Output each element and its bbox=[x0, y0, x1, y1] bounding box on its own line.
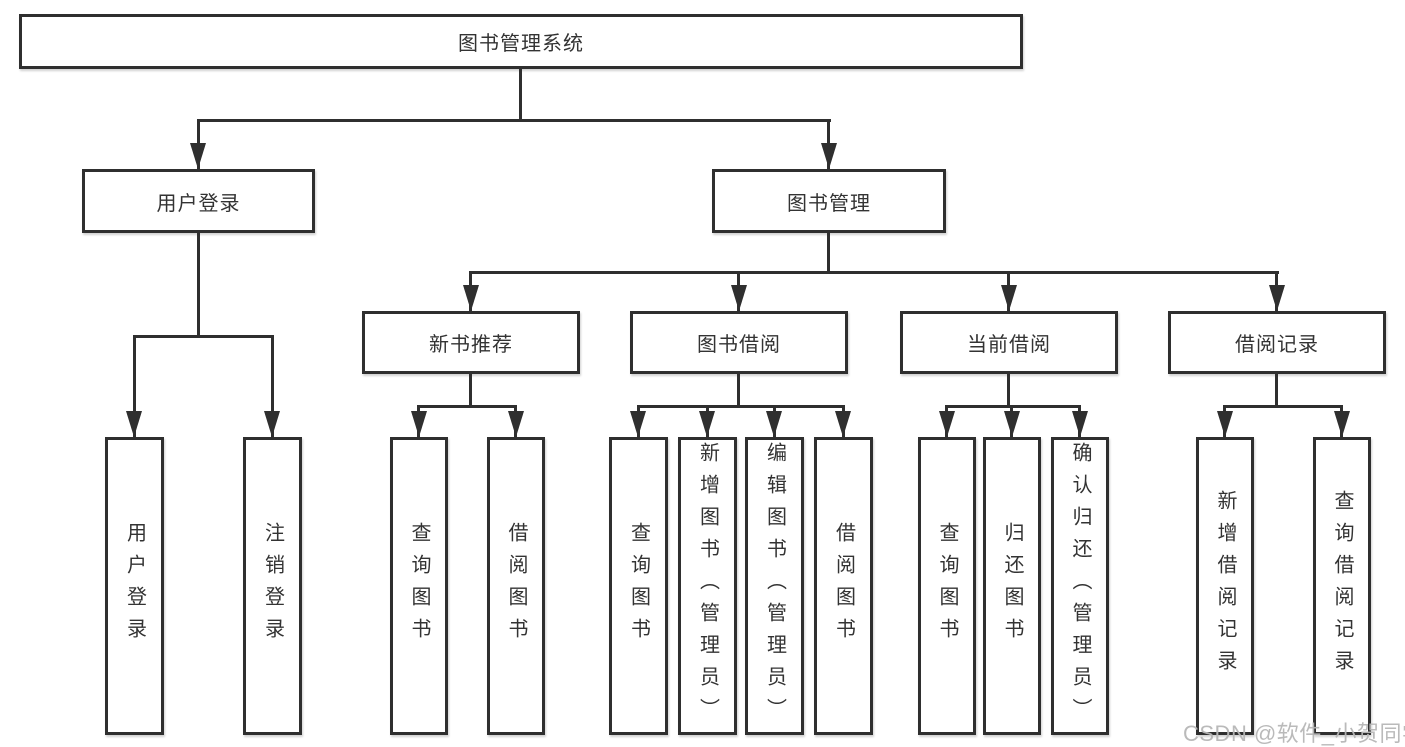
arrow-down-icon bbox=[699, 411, 715, 437]
node-new-book-recommend: 新书推荐 bbox=[362, 311, 580, 374]
arrow-down-icon bbox=[1001, 285, 1017, 311]
connector-line bbox=[469, 374, 472, 405]
leaf-add-books-admin: 新增图书（管理员） bbox=[678, 437, 737, 735]
leaf-borrow-books-label: 借阅图书 bbox=[832, 522, 855, 650]
leaf-return-books-label: 归还图书 bbox=[1001, 522, 1023, 650]
node-book-borrowing: 图书借阅 bbox=[630, 311, 848, 374]
connector-line bbox=[197, 119, 831, 122]
arrow-down-icon bbox=[411, 411, 427, 437]
connector-line bbox=[827, 233, 830, 271]
arrow-down-icon bbox=[1334, 411, 1350, 437]
leaf-query-books-borrowing: 查询图书 bbox=[609, 437, 668, 735]
leaf-query-books-current: 查询图书 bbox=[918, 437, 976, 735]
connector-line bbox=[637, 405, 845, 408]
leaf-add-borrow-record-label: 新增借阅记录 bbox=[1214, 490, 1236, 682]
csdn-watermark: CSDN @软件_小贺同学 bbox=[1183, 721, 1405, 746]
leaf-borrow-books-recommend: 借阅图书 bbox=[487, 437, 545, 735]
node-borrowing-records: 借阅记录 bbox=[1168, 311, 1386, 374]
node-book-management: 图书管理 bbox=[712, 169, 946, 233]
connector-line bbox=[1007, 374, 1010, 405]
arrow-down-icon bbox=[264, 411, 280, 437]
node-book-management-label: 图书管理 bbox=[787, 192, 871, 215]
node-user-login: 用户登录 bbox=[82, 169, 315, 233]
connector-line bbox=[1223, 405, 1343, 408]
node-borrowing-records-label: 借阅记录 bbox=[1235, 334, 1319, 356]
leaf-add-books-admin-label: 新增图书（管理员） bbox=[696, 442, 719, 730]
leaf-edit-books-admin: 编辑图书（管理员） bbox=[745, 437, 804, 735]
leaf-query-borrow-record: 查询借阅记录 bbox=[1313, 437, 1371, 735]
connector-line bbox=[945, 405, 1081, 408]
node-book-borrowing-label: 图书借阅 bbox=[697, 334, 781, 356]
leaf-return-books: 归还图书 bbox=[983, 437, 1041, 735]
connector-line bbox=[197, 233, 200, 335]
arrow-down-icon bbox=[190, 143, 206, 169]
leaf-query-books-borrowing-label: 查询图书 bbox=[627, 522, 650, 650]
leaf-query-books-recommend-label: 查询图书 bbox=[408, 522, 430, 650]
connector-line bbox=[737, 374, 740, 405]
node-current-borrowing-label: 当前借阅 bbox=[967, 334, 1051, 356]
connector-line bbox=[1275, 374, 1278, 405]
leaf-query-books-current-label: 查询图书 bbox=[936, 522, 958, 650]
node-current-borrowing: 当前借阅 bbox=[900, 311, 1118, 374]
arrow-down-icon bbox=[1004, 411, 1020, 437]
arrow-down-icon bbox=[835, 411, 851, 437]
connector-line bbox=[417, 405, 517, 408]
leaf-logout-label: 注销登录 bbox=[261, 522, 284, 650]
arrow-down-icon bbox=[1269, 285, 1285, 311]
leaf-user-login-label: 用户登录 bbox=[123, 522, 146, 650]
connector-line bbox=[133, 335, 136, 437]
leaf-confirm-return-admin: 确认归还（管理员） bbox=[1051, 437, 1109, 735]
arrow-down-icon bbox=[766, 411, 782, 437]
leaf-add-borrow-record: 新增借阅记录 bbox=[1196, 437, 1254, 735]
leaf-edit-books-admin-label: 编辑图书（管理员） bbox=[763, 442, 786, 730]
arrow-down-icon bbox=[126, 411, 142, 437]
leaf-user-login: 用户登录 bbox=[105, 437, 164, 735]
leaf-query-borrow-record-label: 查询借阅记录 bbox=[1331, 490, 1353, 682]
arrow-down-icon bbox=[508, 411, 524, 437]
connector-line bbox=[271, 335, 274, 437]
leaf-borrow-books: 借阅图书 bbox=[814, 437, 873, 735]
node-root-system: 图书管理系统 bbox=[19, 14, 1023, 69]
arrow-down-icon bbox=[731, 285, 747, 311]
leaf-query-books-recommend: 查询图书 bbox=[390, 437, 448, 735]
arrow-down-icon bbox=[939, 411, 955, 437]
leaf-logout: 注销登录 bbox=[243, 437, 302, 735]
connector-line bbox=[519, 69, 522, 119]
leaf-confirm-return-admin-label: 确认归还（管理员） bbox=[1069, 442, 1091, 730]
node-new-book-recommend-label: 新书推荐 bbox=[429, 334, 513, 356]
arrow-down-icon bbox=[1217, 411, 1233, 437]
arrow-down-icon bbox=[630, 411, 646, 437]
connector-line bbox=[133, 335, 274, 338]
arrow-down-icon bbox=[463, 285, 479, 311]
node-root-label: 图书管理系统 bbox=[458, 33, 584, 55]
arrow-down-icon bbox=[821, 143, 837, 169]
node-user-login-label: 用户登录 bbox=[156, 192, 241, 215]
connector-line bbox=[469, 271, 1279, 274]
leaf-borrow-books-recommend-label: 借阅图书 bbox=[505, 522, 527, 650]
arrow-down-icon bbox=[1072, 411, 1088, 437]
